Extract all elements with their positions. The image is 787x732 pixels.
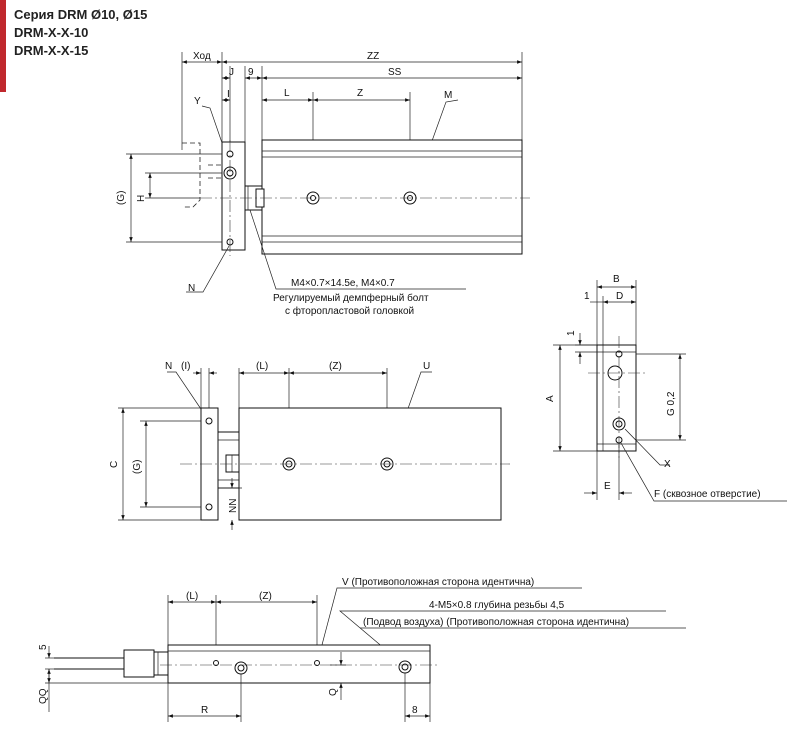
dim-y: Y <box>194 96 201 107</box>
dim-r: R <box>201 705 208 716</box>
dim-z-front: (Z) <box>329 361 342 372</box>
dim-e: E <box>604 481 611 492</box>
dim-z: Z <box>357 88 363 99</box>
side-view: B 1 D 1 A G 0,2 X <box>545 274 787 502</box>
bolt-note-1: Регулируемый демпферный болт <box>273 292 429 304</box>
dim-i: I <box>227 89 230 100</box>
dim-q: Q <box>328 688 339 696</box>
series-header: Серия DRM Ø10, Ø15 DRM-X-X-10 DRM-X-X-15 <box>14 6 147 60</box>
dim-x: X <box>664 459 671 470</box>
bolt-spec: M4×0.7×14.5e, M4×0.7 <box>291 278 395 289</box>
dim-n-front: N <box>165 361 172 372</box>
dim-i-front: (I) <box>181 361 190 372</box>
model-code-15: DRM-X-X-15 <box>14 43 89 58</box>
dim-g-top: (G) <box>116 191 127 205</box>
dim-j: J <box>229 67 234 78</box>
accent-bar <box>0 0 6 92</box>
dim-l-front: (L) <box>256 361 268 372</box>
bolt-note-2: с фторопластовой головкой <box>285 305 414 317</box>
dim-n-top: N <box>188 283 195 294</box>
dim-stroke: Ход <box>193 51 211 62</box>
dim-ss: SS <box>388 67 402 78</box>
dim-v: V (Противоположная сторона идентична) <box>342 577 534 588</box>
dim-g02: G 0,2 <box>666 391 677 416</box>
dim-8: 8 <box>412 705 418 716</box>
dim-c: C <box>109 461 120 468</box>
dim-5: 5 <box>38 644 49 650</box>
bottom-view: V (Противоположная сторона идентична) 4-… <box>38 577 686 722</box>
series-title: Серия DRM Ø10, Ø15 <box>14 7 148 22</box>
dim-l-bottom: (L) <box>186 591 198 602</box>
dim-9: 9 <box>248 67 254 78</box>
dim-zz: ZZ <box>367 51 379 62</box>
dim-b: B <box>613 274 620 285</box>
dim-l: L <box>284 88 290 99</box>
dim-1a: 1 <box>584 291 590 302</box>
dim-m: M <box>444 90 452 101</box>
dim-qq: QQ <box>38 688 49 704</box>
front-view: (I) (L) (Z) N U C (G) <box>109 361 510 530</box>
dim-h-top: H <box>136 195 147 202</box>
dim-u: U <box>423 361 430 372</box>
model-code-10: DRM-X-X-10 <box>14 25 89 40</box>
dim-f: F (сквозное отверстие) <box>654 489 761 500</box>
dim-g-front: (G) <box>132 460 143 474</box>
top-view: Ход ZZ J 9 SS I L Z M Y <box>116 51 530 317</box>
dim-1b: 1 <box>566 330 577 336</box>
dim-air: (Подвод воздуха) (Противоположная сторон… <box>363 617 629 628</box>
dim-z-bottom: (Z) <box>259 591 272 602</box>
dim-d: D <box>616 291 623 302</box>
dim-thread: 4-M5×0.8 глубина резьбы 4,5 <box>429 599 565 611</box>
dim-a: A <box>545 395 556 402</box>
dim-nn: NN <box>228 499 239 513</box>
